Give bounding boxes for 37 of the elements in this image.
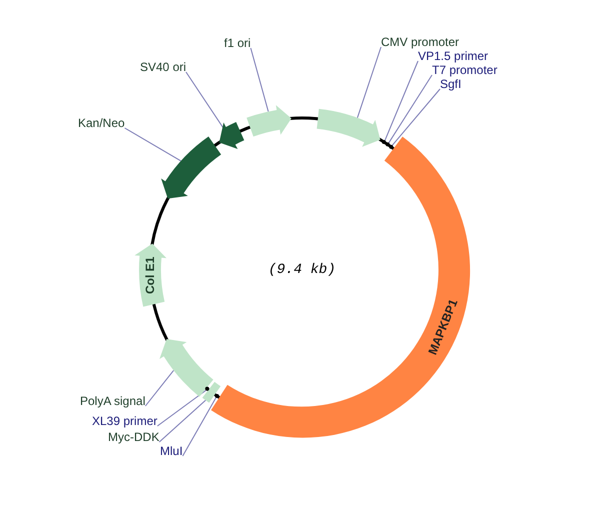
leader-line <box>144 370 174 406</box>
leader-line <box>158 400 206 442</box>
leader-line <box>124 128 182 162</box>
feature-arrow <box>134 244 166 307</box>
leader-line <box>384 60 418 141</box>
feature-label: T7 promoter <box>432 63 498 77</box>
site-dot <box>386 142 390 146</box>
feature-segment <box>160 339 214 397</box>
leader-line <box>388 74 432 144</box>
site-dot <box>382 140 386 144</box>
leader-line <box>182 397 216 456</box>
feature-segment <box>316 108 380 147</box>
feature-label: MluI <box>160 444 183 458</box>
feature-segment <box>161 136 222 199</box>
feature-label: f1 ori <box>224 36 251 50</box>
site-dot <box>205 386 210 391</box>
leader-line <box>250 48 269 112</box>
leader-line <box>156 390 206 426</box>
feature-label: PolyA signal <box>80 394 146 408</box>
feature-segment <box>246 105 292 137</box>
feature-label: Myc-DDK <box>108 430 160 444</box>
feature-label: SgfI <box>440 77 462 91</box>
tag-segment <box>202 382 221 403</box>
feature-label: Kan/Neo <box>78 116 125 130</box>
leader-line <box>186 72 224 129</box>
site-dot <box>389 144 394 149</box>
feature-name: Col E1 <box>143 256 158 294</box>
feature-label: XL39 primer <box>92 414 158 428</box>
leader-line <box>392 88 440 146</box>
feature-label: VP1.5 primer <box>418 49 488 63</box>
gene-band <box>211 136 470 438</box>
feature-label: SV40 ori <box>140 60 186 74</box>
feature-segment <box>219 122 244 149</box>
site-dot <box>215 394 219 398</box>
feature-label: CMV promoter <box>381 35 460 49</box>
size-label: (9.4 kb) <box>267 262 337 278</box>
leader-line <box>356 46 382 118</box>
